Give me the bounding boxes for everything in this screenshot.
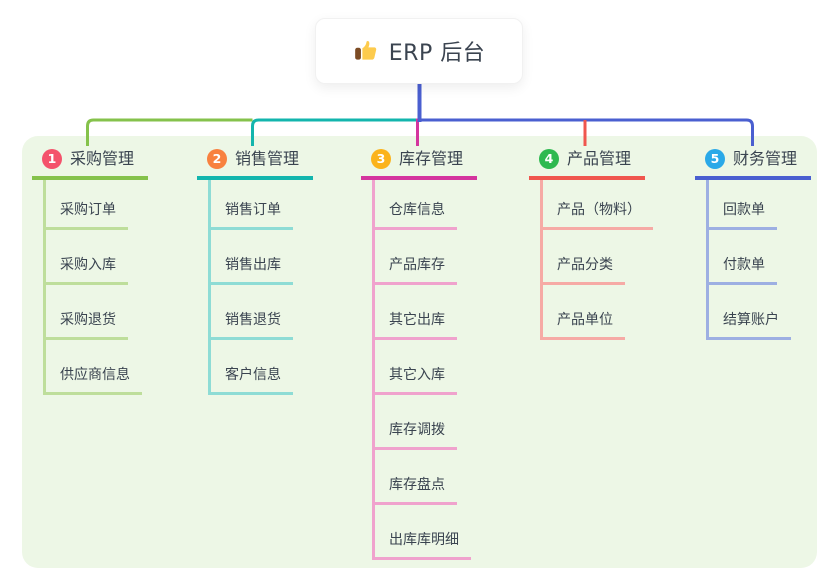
child-node-label[interactable]: 产品分类 [543,256,625,285]
mindmap-canvas-panel [22,136,817,568]
child-node: 销售退货 [211,285,293,340]
child-node-label[interactable]: 销售出库 [211,256,293,285]
child-node-label[interactable]: 产品库存 [375,256,457,285]
child-node-label[interactable]: 供应商信息 [46,366,142,395]
child-node-label[interactable]: 库存盘点 [375,476,457,505]
child-node: 产品（物料） [543,180,653,230]
branch-badge-3: 3 [371,148,391,169]
child-node: 供应商信息 [46,340,142,395]
branch-label: 销售管理 [235,149,300,168]
child-node: 其它入库 [375,340,471,395]
child-node-label[interactable]: 产品（物料） [543,201,653,230]
branch-node-inventory[interactable]: 3 库存管理 [361,148,478,180]
child-node-label[interactable]: 结算账户 [709,311,791,340]
child-node: 产品分类 [543,230,653,285]
branch-node-product[interactable]: 4 产品管理 [529,148,646,180]
root-node[interactable]: ERP 后台 [315,18,523,84]
branch-node-sales[interactable]: 2 销售管理 [197,148,314,180]
branch-label: 产品管理 [567,149,632,168]
branch-children: 产品（物料） 产品分类 产品单位 [540,180,653,340]
branch-children: 销售订单 销售出库 销售退货 客户信息 [208,180,293,395]
child-node: 采购订单 [46,180,142,230]
branch-node-finance[interactable]: 5 财务管理 [695,148,812,180]
child-node: 客户信息 [211,340,293,395]
branch-children: 采购订单 采购入库 采购退货 供应商信息 [43,180,142,395]
branch-label: 采购管理 [70,149,135,168]
child-node-label[interactable]: 客户信息 [211,366,293,395]
branch-badge-4: 4 [539,148,559,169]
child-node: 销售订单 [211,180,293,230]
child-node-label[interactable]: 出库库明细 [375,531,471,560]
branch-node-purchase[interactable]: 1 采购管理 [32,148,149,180]
child-node: 结算账户 [709,285,791,340]
child-node: 采购入库 [46,230,142,285]
child-node-label[interactable]: 销售退货 [211,311,293,340]
child-node: 库存盘点 [375,450,471,505]
child-node: 销售出库 [211,230,293,285]
child-node-label[interactable]: 其它出库 [375,311,457,340]
child-node-label[interactable]: 销售订单 [211,201,293,230]
child-node-label[interactable]: 库存调拨 [375,421,457,450]
branch-purchase: 1 采购管理 采购订单 采购入库 采购退货 供应商信息 [32,148,149,395]
branch-badge-5: 5 [705,148,725,169]
child-node: 仓库信息 [375,180,471,230]
branch-children: 回款单 付款单 结算账户 [706,180,791,340]
branch-finance: 5 财务管理 回款单 付款单 结算账户 [695,148,812,340]
child-node-label[interactable]: 产品单位 [543,311,625,340]
child-node-label[interactable]: 其它入库 [375,366,457,395]
child-node-label[interactable]: 采购订单 [46,201,128,230]
child-node-label[interactable]: 采购退货 [46,311,128,340]
child-node-label[interactable]: 回款单 [709,201,777,230]
branch-label: 库存管理 [399,149,464,168]
branch-product: 4 产品管理 产品（物料） 产品分类 产品单位 [529,148,653,340]
child-node: 产品单位 [543,285,653,340]
child-node: 出库库明细 [375,505,471,560]
branch-label: 财务管理 [733,149,798,168]
child-node: 付款单 [709,230,791,285]
child-node-label[interactable]: 仓库信息 [375,201,457,230]
child-node-label[interactable]: 采购入库 [46,256,128,285]
branch-badge-1: 1 [42,148,62,169]
branch-badge-2: 2 [207,148,227,169]
child-node: 回款单 [709,180,791,230]
branch-children: 仓库信息 产品库存 其它出库 其它入库 库存调拨 库存盘点 出库库明细 [372,180,471,560]
child-node-label[interactable]: 付款单 [709,256,777,285]
root-node-label: ERP 后台 [388,41,486,66]
branch-sales: 2 销售管理 销售订单 销售出库 销售退货 客户信息 [197,148,314,395]
child-node: 其它出库 [375,285,471,340]
child-node: 采购退货 [46,285,142,340]
thumbs-up-icon [353,38,379,64]
branch-inventory: 3 库存管理 仓库信息 产品库存 其它出库 其它入库 库存调拨 库存盘点 出库库… [361,148,478,560]
child-node: 库存调拨 [375,395,471,450]
child-node: 产品库存 [375,230,471,285]
